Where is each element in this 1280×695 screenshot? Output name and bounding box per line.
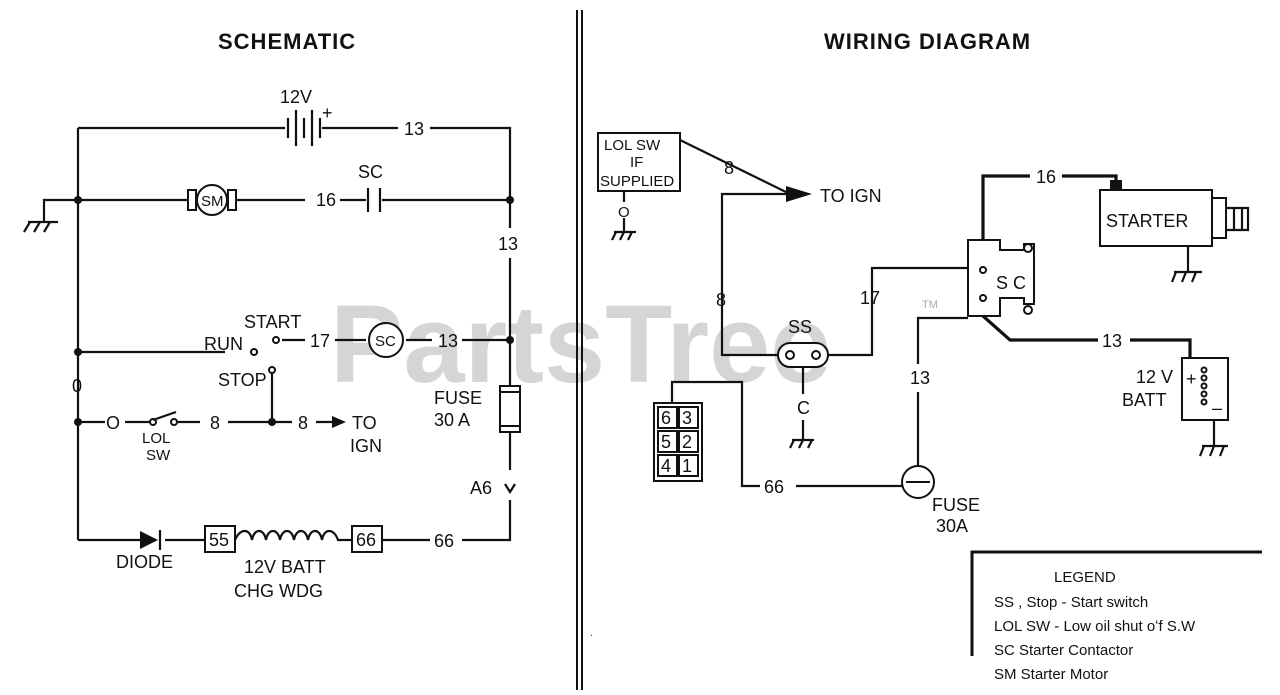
legend-row-sc: SC Starter Contactor <box>994 642 1133 659</box>
wire-8-b: 8 <box>298 413 308 433</box>
charging-winding-coil <box>233 529 352 542</box>
switch-run-label: RUN <box>204 334 243 354</box>
lol-switch-box <box>597 132 681 192</box>
pin-5: 5 <box>661 432 671 452</box>
battery-minus: – <box>1212 398 1222 418</box>
connector-pins: 6 3 5 2 4 1 <box>657 406 699 477</box>
fuse-label: FUSE <box>932 495 980 515</box>
schematic-panel: 12V + 13 SM 16 SC 13 START RUN STOP 17 S… <box>23 87 521 601</box>
wire-13-right: 13 <box>498 234 518 254</box>
wiring-diagram-title: WIRING DIAGRAM <box>824 29 1031 54</box>
pin-2: 2 <box>682 432 692 452</box>
starter-contactor-coil <box>368 322 404 358</box>
lol-box-line1: LOL SW <box>604 137 661 154</box>
wire-13-right: 13 <box>1102 331 1122 351</box>
starter-contactor <box>967 239 1035 317</box>
ign-label: IGN <box>350 436 382 456</box>
wire-16: 16 <box>1036 167 1056 187</box>
battery-label: BATT <box>1122 390 1167 410</box>
fuse-amp-label: 30A <box>936 516 968 536</box>
panel-divider <box>576 10 583 690</box>
stray-mark: . <box>590 628 593 639</box>
diode-label: DIODE <box>116 552 173 572</box>
battery-12v-symbol <box>286 110 322 146</box>
batt-chg-label-2: CHG WDG <box>234 581 323 601</box>
starter-motor-label: SM <box>201 193 224 210</box>
fuse-30a-symbol <box>499 385 521 433</box>
ss-label: SS <box>788 317 812 337</box>
wire-8-top: 8 <box>724 158 734 178</box>
lol-switch-symbol <box>149 410 178 426</box>
lol-o-label: O <box>106 413 120 433</box>
terminal-66-label: 66 <box>356 530 376 550</box>
legend-row-sm: SM Starter Motor <box>994 666 1108 683</box>
watermark: PartsTree <box>330 283 831 406</box>
starter-motor <box>1099 189 1213 247</box>
to-ign-arrow <box>786 186 812 202</box>
battery-plus: + <box>322 103 333 123</box>
wire-13-down: 13 <box>910 368 930 388</box>
a6-label: A6 <box>470 478 492 498</box>
wiring-panel: LOL SW IF SUPPLIED O 8 TO IGN 8 SS C 17 … <box>590 132 1250 639</box>
legend-row-ss: SS , Stop - Start switch <box>994 594 1148 611</box>
ss-c-label: C <box>797 398 810 418</box>
legend-title: LEGEND <box>1054 569 1116 586</box>
battery-voltage-label: 12 V <box>1136 367 1173 387</box>
wire-66: 66 <box>434 531 454 551</box>
wire-13-top: 13 <box>404 119 424 139</box>
legend-row-lol: LOL SW - Low oil shut oʻf S.W <box>994 618 1196 635</box>
pin-4: 4 <box>661 456 671 476</box>
terminal-55-label: 55 <box>209 530 229 550</box>
wire-66: 66 <box>764 477 784 497</box>
schematic-title: SCHEMATIC <box>218 29 356 54</box>
wire-13-mid: 13 <box>438 331 458 351</box>
watermark-tm: TM <box>922 299 938 311</box>
terminal-66 <box>351 525 383 553</box>
battery-plus: + <box>1186 369 1197 389</box>
wire-17: 17 <box>860 288 880 308</box>
battery-cells <box>1200 366 1208 406</box>
wire-17: 17 <box>310 331 330 351</box>
switch-stop-label: STOP <box>218 370 267 390</box>
wire-8-a: 8 <box>210 413 220 433</box>
starter-label: STARTER <box>1106 211 1188 231</box>
to-ign-label: TO IGN <box>820 186 882 206</box>
to-label: TO <box>352 413 377 433</box>
wire-16: 16 <box>316 190 336 210</box>
terminal-55 <box>204 525 236 553</box>
coil-sc-label: SC <box>375 333 396 350</box>
lol-box-line2: IF <box>630 154 643 171</box>
batt-chg-label-1: 12V BATT <box>244 557 326 577</box>
legend-box: LEGEND SS , Stop - Start switch LOL SW -… <box>970 550 1262 683</box>
lol-sw-label: SW <box>146 447 171 464</box>
ground-symbol <box>23 198 78 233</box>
lol-box-line3: SUPPLIED <box>600 173 674 190</box>
sc-label: S C <box>996 273 1026 293</box>
diode-symbol <box>140 530 162 550</box>
starter-motor-symbol <box>187 184 237 216</box>
switch-start-label: START <box>244 312 301 332</box>
ground-zero-label: 0 <box>72 376 82 396</box>
pin-3: 3 <box>682 408 692 428</box>
wire-8-left: 8 <box>716 290 726 310</box>
contact-sc-label: SC <box>358 162 383 182</box>
to-ign-arrow <box>332 416 346 428</box>
pin-1: 1 <box>682 456 692 476</box>
fuse-label: FUSE <box>434 388 482 408</box>
lol-o-label: O <box>618 204 630 221</box>
pin-6: 6 <box>661 408 671 428</box>
starter-contact-symbol <box>366 188 382 212</box>
lol-label: LOL <box>142 430 170 447</box>
fuse-amp-label: 30 A <box>434 410 470 430</box>
battery-label: 12V <box>280 87 312 107</box>
